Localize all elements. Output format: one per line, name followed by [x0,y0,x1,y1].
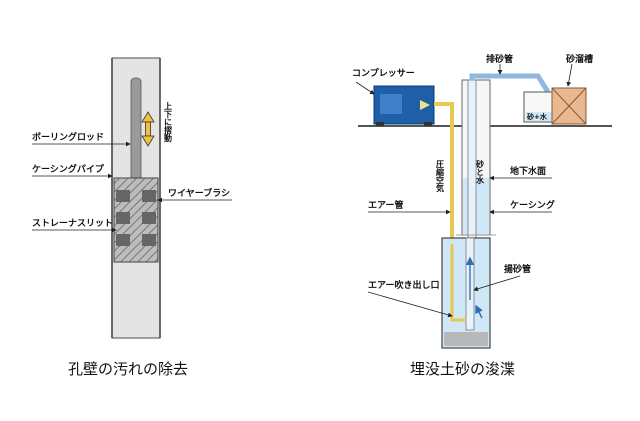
updown-arrow-icon [141,111,155,147]
sand-and-water-label: 砂と水 [475,159,485,185]
boring-rod-label: ボーリングロッド [32,131,104,143]
air-pipe-horizontal [434,102,454,244]
boring-rod [130,77,142,189]
casing-pipe-label: ケーシングパイプ [32,163,105,175]
compressed-air-label: 圧縮空気 [436,160,445,193]
updown-label: 上下に摺動 [164,101,173,143]
casing-label: ケーシング [510,199,555,211]
left-caption: 孔壁の汚れの除去 [68,360,188,378]
tank-label: 砂溜槽 [566,53,593,65]
sand-discharge-pipe [469,73,551,94]
wire-brush-label: ワイヤーブラシ [168,187,230,199]
strainer-slit-label: ストレーナスリット [32,218,113,229]
air-outlet-label: エアー吹き出し口 [368,279,439,291]
sand-lifting-label: 揚砂管 [504,263,531,275]
strainer-slits [116,190,156,246]
right-caption: 埋没土砂の浚渫 [410,360,515,378]
discharge-label: 排砂管 [486,53,513,65]
air-pipe-label: エアー管 [368,199,403,211]
sand-water-label: 砂+水 [527,112,548,121]
right-diagram: 砂+水 圧縮空気 砂と水 コンプレッサー 排砂管 砂溜槽 地下水面 ケーシング … [352,53,612,378]
compressor-label: コンプレッサー [352,67,415,79]
groundwater-label: 地下水面 [510,165,546,177]
left-diagram: 上下に摺動 ボーリングロッド ケーシングパイプ ストレーナスリット ワイヤーブラ… [32,57,232,378]
